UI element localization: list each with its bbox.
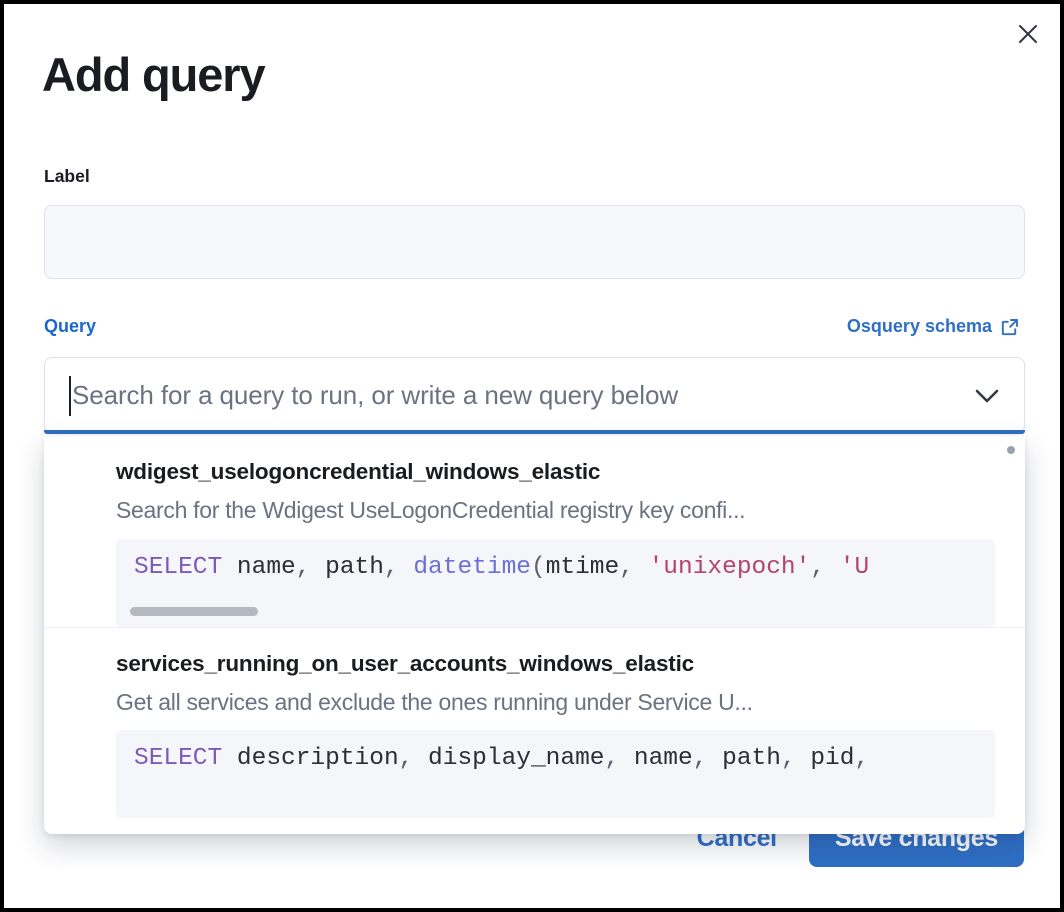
page-title: Add query [42, 48, 266, 101]
label-input[interactable] [44, 205, 1025, 279]
osquery-schema-link[interactable]: Osquery schema [847, 316, 1020, 337]
query-search-combobox[interactable]: Search for a query to run, or write a ne… [44, 357, 1025, 433]
text-caret [69, 376, 71, 416]
list-item-title: services_running_on_user_accounts_window… [116, 650, 694, 676]
list-item[interactable]: services_running_on_user_accounts_window… [44, 626, 1025, 819]
add-query-modal: Add query Label Query Osquery schema Sea… [4, 4, 1060, 908]
list-item-sql-snippet: SELECT name, path, datetime(mtime, 'unix… [116, 538, 995, 627]
osquery-schema-link-label: Osquery schema [846, 316, 992, 336]
query-field-label: Query [44, 316, 97, 336]
list-item[interactable]: wdigest_uselogoncredential_windows_elast… [44, 436, 1025, 627]
close-icon[interactable] [1008, 14, 1048, 54]
list-item-description: Get all services and exclude the ones ru… [116, 688, 753, 715]
code-horizontal-scrollbar-thumb[interactable] [130, 606, 258, 616]
label-field-label: Label [44, 166, 90, 186]
chevron-down-icon[interactable] [970, 380, 1004, 412]
external-link-icon [1000, 316, 1020, 337]
list-item-title: wdigest_uselogoncredential_windows_elast… [116, 459, 601, 484]
query-suggestions-dropdown[interactable]: wdigest_uselogoncredential_windows_elast… [44, 436, 1025, 834]
list-item-description: Search for the Wdigest UseLogonCredentia… [116, 497, 746, 524]
list-item-sql-snippet: SELECT description, display_name, name, … [116, 730, 995, 819]
query-search-placeholder: Search for a query to run, or write a ne… [72, 380, 679, 410]
combobox-focus-underline [44, 430, 1025, 434]
dropdown-scrollbar-thumb[interactable] [1007, 446, 1015, 454]
